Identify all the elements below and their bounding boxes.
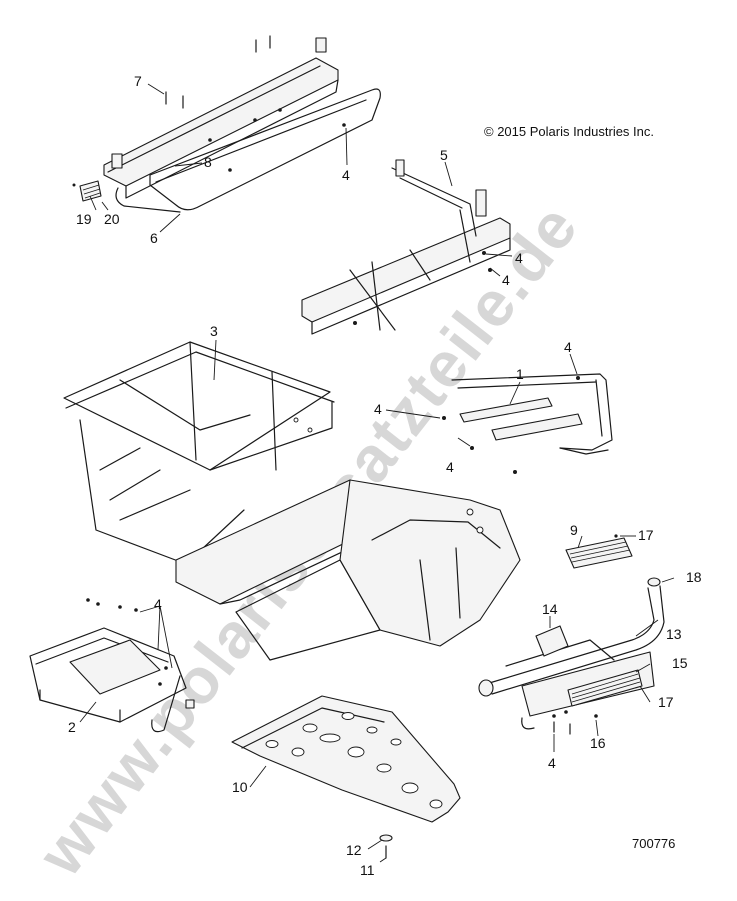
callout-20: 20 bbox=[104, 211, 120, 227]
callout-4: 4 bbox=[446, 459, 454, 475]
callout-4: 4 bbox=[564, 339, 572, 355]
callout-6: 6 bbox=[150, 230, 158, 246]
front-bumper-part-13 bbox=[478, 577, 665, 730]
callout-11: 11 bbox=[360, 862, 375, 878]
callout-10: 10 bbox=[232, 779, 248, 795]
main-frame-part-3 bbox=[63, 341, 521, 661]
callout-5: 5 bbox=[440, 147, 448, 163]
rear-mount-part-1 bbox=[442, 373, 613, 474]
callout-8: 8 bbox=[204, 154, 212, 170]
grille-part-9 bbox=[565, 534, 633, 569]
callout-1: 1 bbox=[516, 366, 524, 382]
callout-2: 2 bbox=[68, 719, 76, 735]
drawing-number: 700776 bbox=[632, 836, 675, 851]
callout-9: 9 bbox=[570, 522, 578, 538]
bracket-part-14 bbox=[535, 625, 569, 657]
callout-17: 17 bbox=[638, 527, 654, 543]
callout-4: 4 bbox=[374, 401, 382, 417]
callout-15: 15 bbox=[672, 655, 688, 671]
grille-part-19 bbox=[72, 180, 102, 202]
callout-4: 4 bbox=[548, 755, 556, 771]
callout-3: 3 bbox=[210, 323, 218, 339]
callout-7: 7 bbox=[134, 73, 142, 89]
callout-19: 19 bbox=[76, 211, 92, 227]
grille-part-15 bbox=[567, 669, 643, 707]
callout-4: 4 bbox=[342, 167, 350, 183]
nut-washer-part-11-12 bbox=[379, 834, 393, 859]
callout-16: 16 bbox=[590, 735, 606, 751]
callout-4: 4 bbox=[515, 250, 523, 266]
callout-4: 4 bbox=[154, 596, 162, 612]
copyright-text: © 2015 Polaris Industries Inc. bbox=[484, 124, 654, 139]
cargo-frame-part-6 bbox=[103, 37, 381, 213]
callout-4: 4 bbox=[502, 272, 510, 288]
leader-lines bbox=[79, 83, 675, 863]
callout-13: 13 bbox=[666, 626, 682, 642]
callout-14: 14 bbox=[542, 601, 558, 617]
skid-plate-part-10 bbox=[231, 695, 461, 823]
bolt-part-7 bbox=[165, 35, 271, 109]
bolts-part-16 bbox=[552, 710, 598, 735]
callout-labels: 7 8 4 6 19 20 5 4 4 3 4 1 4 4 4 2 9 17 1… bbox=[68, 73, 702, 878]
callout-17: 17 bbox=[658, 694, 674, 710]
floor-frame-part-2 bbox=[29, 598, 195, 733]
callout-18: 18 bbox=[686, 569, 702, 585]
callout-12: 12 bbox=[346, 842, 362, 858]
rear-support-part-5 bbox=[301, 159, 511, 335]
